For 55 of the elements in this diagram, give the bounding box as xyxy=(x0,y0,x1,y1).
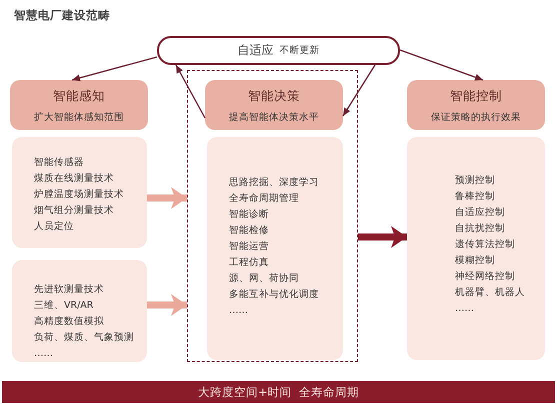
list-item: 先进软测量技术 xyxy=(34,283,105,297)
list-item: 自适应控制 xyxy=(455,206,506,220)
list-item: 煤质在线测量技术 xyxy=(34,172,115,186)
list-box xyxy=(12,260,147,362)
title: 智慧电厂建设范畴 xyxy=(14,8,110,23)
arrow xyxy=(147,187,187,209)
list-item: 炉膛温度场测量技术 xyxy=(34,188,125,202)
arrow xyxy=(400,49,484,81)
list-item: 智能诊断 xyxy=(229,208,270,222)
list-item: …… xyxy=(455,302,475,316)
box-title: 自适应 xyxy=(238,42,274,59)
list-item: 源、网、荷协同 xyxy=(229,272,300,286)
arrow xyxy=(147,294,187,316)
list-item: 鲁棒控制 xyxy=(455,190,496,204)
box-subtitle: 保证策略的执行效果 xyxy=(430,111,522,124)
box-title: 智能感知 xyxy=(52,88,106,105)
arrow xyxy=(72,56,158,82)
arrow xyxy=(342,64,376,116)
list-item: 智能运营 xyxy=(229,240,270,254)
list-item: 机器臂、机器人 xyxy=(455,286,526,300)
list-item: 思路挖掘、深度学习 xyxy=(229,176,320,190)
box-subtitle: 扩大智能体感知范围 xyxy=(33,111,125,124)
header-box xyxy=(407,80,545,130)
list-box xyxy=(12,137,147,248)
list-item: 烟气组分测量技术 xyxy=(34,204,115,218)
list-item: 人员定位 xyxy=(34,220,75,234)
list-item: …… xyxy=(229,304,249,318)
list-item: 智能检修 xyxy=(229,224,270,238)
arrow xyxy=(358,226,407,248)
rounded-box xyxy=(157,36,400,65)
banner xyxy=(2,381,555,403)
list-item: 高精度数值模拟 xyxy=(34,315,105,329)
list-item: 三维、VR/AR xyxy=(34,299,94,313)
header-box xyxy=(205,80,343,130)
list-item: 智能传感器 xyxy=(34,156,85,170)
list-item: 遗传算法控制 xyxy=(455,238,516,252)
box-title: 智能控制 xyxy=(449,88,503,105)
list-item: 神经网络控制 xyxy=(455,270,516,284)
list-box xyxy=(207,137,343,360)
list-item: …… xyxy=(34,347,54,361)
list-item: 工程仿真 xyxy=(229,256,270,270)
box-subtitle: 提高智能体决策水平 xyxy=(228,111,320,124)
list-box xyxy=(407,137,545,360)
box-title: 智能决策 xyxy=(247,88,301,105)
list-item: 多能互补与优化调度 xyxy=(229,288,320,302)
header-box xyxy=(10,80,148,130)
arrow xyxy=(175,64,206,118)
list-item: 模糊控制 xyxy=(455,254,496,268)
banner-text: 大跨度空间+时间 全寿命周期 xyxy=(198,384,359,400)
list-item: 预测控制 xyxy=(455,174,496,188)
box-note: 不断更新 xyxy=(280,44,320,57)
list-item: 负荷、煤质、气象预测 xyxy=(34,331,135,345)
list-item: 全寿命周期管理 xyxy=(229,192,300,206)
list-item: 自抗扰控制 xyxy=(455,222,506,236)
dashed-frame xyxy=(187,70,358,362)
